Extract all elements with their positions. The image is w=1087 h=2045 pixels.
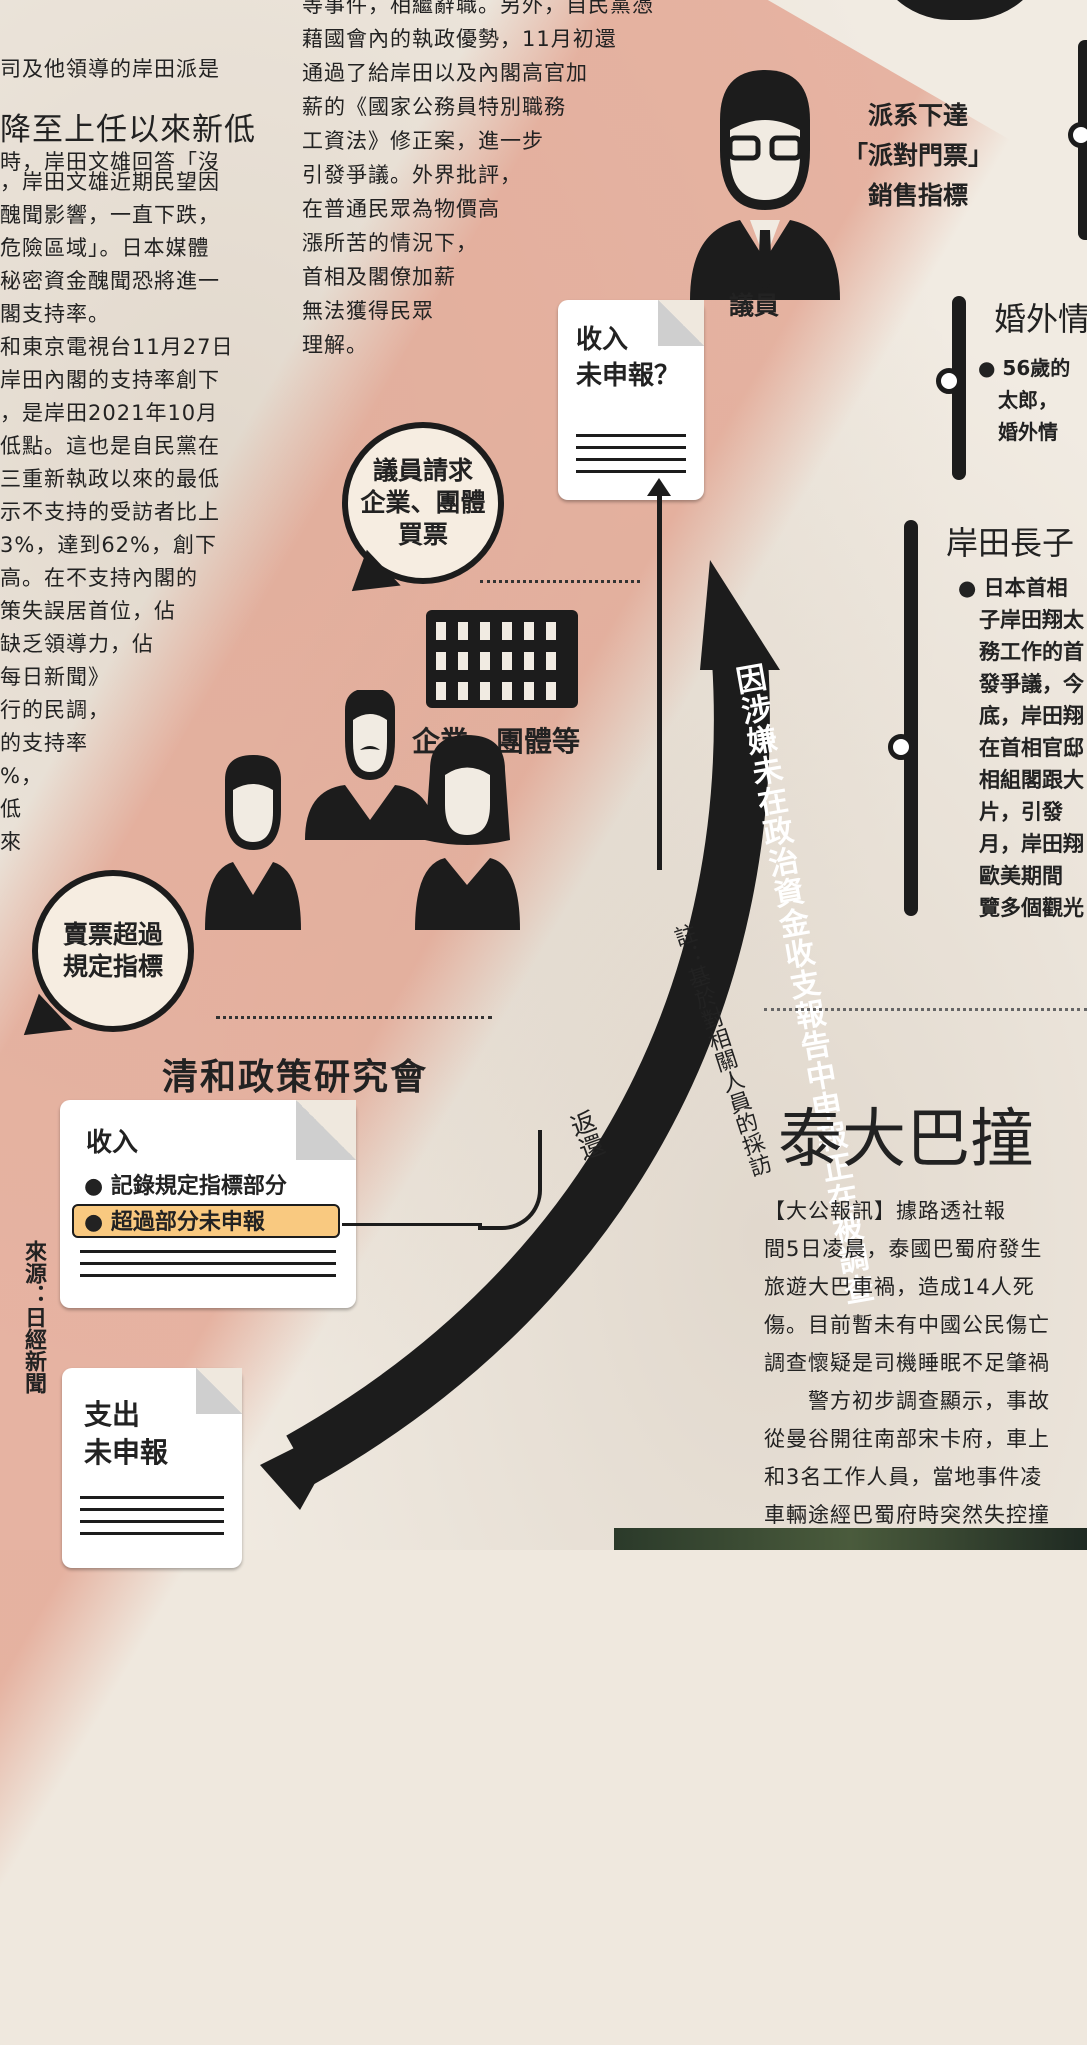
- expense-document: 支出 未申報: [62, 1368, 242, 1568]
- text-line: 漲所苦的情況下，: [302, 231, 478, 255]
- text-line: 醜聞影響，一直下跌，: [0, 203, 220, 227]
- text-line: 片，引發: [958, 800, 1063, 824]
- text-line: 高。在不支持內閣的: [0, 566, 198, 590]
- text-line: 閣支持率。: [0, 302, 110, 326]
- section-separator: [764, 1008, 1087, 1011]
- text-line: 低: [0, 797, 22, 821]
- text-line: 薪的《國家公務員特別職務: [302, 95, 566, 119]
- text-line: 引發爭議。外界批評，: [302, 163, 522, 187]
- circle-request-label: 議員請求 企業、團體 買票: [342, 422, 504, 584]
- text-line: 旅遊大巴車禍，造成14人死: [764, 1275, 1035, 1299]
- arrow-shaft: [657, 490, 662, 870]
- text-line: 在首相官邸: [958, 736, 1084, 760]
- text-line: 每日新聞》: [0, 665, 110, 689]
- text-line: 司及他領導的岸田派是: [0, 57, 220, 81]
- dotted-divider: [480, 580, 640, 583]
- dotted-divider: [216, 1016, 492, 1019]
- text-line: 在普通民眾為物價高: [302, 197, 500, 221]
- middle-article-body: 等事件，相繼辭職。另外，自民黨憑藉國會內的執政優勢，11月初還通過了給岸田以及內…: [302, 0, 654, 362]
- text-line: ，岸田文雄近期民望因: [0, 170, 220, 194]
- text-line: 務工作的首: [958, 640, 1084, 664]
- circle-exceed-label: 賣票超過 規定指標: [32, 870, 194, 1032]
- income-item-unreported-text: 超過部分未申報: [110, 1210, 265, 1235]
- timeline-dot: [1068, 122, 1087, 148]
- timeline-dot: [936, 368, 962, 394]
- expense-label: 支出 未申報: [84, 1398, 169, 1469]
- document-label: 收入 未申報？: [576, 325, 681, 391]
- text-line: 月，岸田翔: [958, 832, 1084, 856]
- text-line: 歐美期間: [958, 864, 1063, 888]
- text-line: 低點。這也是自民黨在: [0, 434, 220, 458]
- text-line: 來: [0, 830, 22, 854]
- lawmaker-figure-icon: [690, 70, 840, 300]
- text-line: 車輛途經巴蜀府時突然失控撞: [764, 1503, 1050, 1527]
- left-article-body: ，岸田文雄近期民望因醜聞影響，一直下跌， 危險區域」。日本媒體秘密資金醜聞恐將進一…: [0, 166, 233, 859]
- income-item-unreported: ● 超過部分未申報: [72, 1204, 340, 1238]
- text-line: 警方初步調查顯示，事故: [764, 1389, 1050, 1413]
- text-line: 秘密資金醜聞恐將進一: [0, 269, 220, 293]
- affair-body: ● 56歲的 太郎， 婚外情: [978, 352, 1070, 448]
- text-line: 策失誤居首位，佔: [0, 599, 176, 623]
- lawmaker-label: 議員: [729, 291, 780, 320]
- text-line: 的支持率: [0, 731, 88, 755]
- text-line: 工資法》修正案，進一步: [302, 129, 544, 153]
- text-line: ，是岸田2021年10月: [0, 401, 219, 425]
- income-item-recorded-text: 記錄規定指標部分: [110, 1174, 287, 1199]
- text-line: 首相及閣僚加薪: [302, 265, 456, 289]
- text-line: 藉國會內的執政優勢，11月初還: [302, 27, 617, 51]
- text-line: 3%，達到62%，創下: [0, 533, 217, 557]
- arrow-up-icon: [647, 478, 671, 496]
- left-article-top: 司及他領導的岸田派是 時，岸田文雄回答「沒: [0, 0, 220, 209]
- big-curved-arrow-icon: [260, 560, 780, 1510]
- text-line: 行的民調，: [0, 698, 110, 722]
- left-article-heading: 降至上任以來新低: [0, 112, 256, 148]
- text-line: 間5日凌晨，泰國巴蜀府發生: [764, 1237, 1043, 1261]
- bus-article-body: 【大公報訊】據路透社報間5日凌晨，泰國巴蜀府發生旅遊大巴車禍，造成14人死傷。目…: [764, 1192, 1050, 1534]
- text-line: ● 56歲的: [978, 356, 1071, 380]
- text-line: 傷。目前暫未有中國公民傷亡: [764, 1313, 1050, 1337]
- text-line: 等事件，相繼辭職。另外，自民黨憑: [302, 0, 654, 17]
- text-line: 相組閣跟大: [958, 768, 1084, 792]
- text-line: 三重新執政以來的最低: [0, 467, 220, 491]
- text-line: 發爭議，今: [958, 672, 1084, 696]
- faction-instruction-label: 派系下達 「派對門票」 銷售指標: [843, 101, 994, 210]
- text-line: ● 日本首相: [958, 576, 1068, 600]
- text-line: 危險區域」。日本媒體: [0, 236, 210, 260]
- income-item-recorded: ● 記錄規定指標部分: [84, 1174, 287, 1199]
- income-document: 收入 ● 記錄規定指標部分 ● 超過部分未申報: [60, 1100, 356, 1308]
- text-line: 子岸田翔太: [958, 608, 1084, 632]
- son-body: ● 日本首相 子岸田翔太 務工作的首 發爭議，今 底，岸田翔 在首相官邸 相組閣…: [958, 572, 1084, 924]
- text-line: 從曼谷開往南部宋卡府，車上: [764, 1427, 1050, 1451]
- text-line: 婚外情: [978, 420, 1058, 444]
- text-line: 底，岸田翔: [958, 704, 1084, 728]
- text-line: 理解。: [302, 333, 368, 357]
- text-line: 調查懷疑是司機睡眠不足肇禍: [764, 1351, 1050, 1375]
- faction-name: 清和政策研究會: [162, 1057, 429, 1098]
- text-line: 岸田內閣的支持率創下: [0, 368, 220, 392]
- news-photo: [614, 1528, 1087, 1550]
- bus-headline: 泰大巴撞: [778, 1103, 1034, 1177]
- text-line: 無法獲得民眾: [302, 299, 434, 323]
- text-line: %，: [0, 764, 43, 788]
- people-group-icon: [205, 690, 520, 930]
- income-question-document: 收入 未申報？: [558, 300, 704, 500]
- text-line: 通過了給岸田以及內閣高官加: [302, 61, 588, 85]
- bracket-son: [904, 520, 918, 916]
- text-line: 時，岸田文雄回答「沒: [0, 150, 220, 174]
- text-line: 覽多個觀光: [958, 896, 1084, 920]
- timeline-dot: [888, 734, 914, 760]
- text-line: 和東京電視台11月27日: [0, 335, 234, 359]
- text-line: 缺乏領導力，佔: [0, 632, 154, 656]
- son-heading: 岸田長子: [946, 524, 1075, 562]
- text-line: 【大公報訊】據路透社報: [764, 1199, 1006, 1223]
- connector-line: [342, 1223, 482, 1226]
- building-icon: [426, 610, 578, 708]
- income-title: 收入: [86, 1128, 139, 1158]
- affair-heading: 婚外情: [994, 300, 1087, 338]
- text-line: 太郎，: [978, 388, 1058, 412]
- text-line: 示不支持的受訪者比上: [0, 500, 220, 524]
- source-label: 來源：日經新聞: [21, 1240, 46, 1394]
- text-line: 和3名工作人員，當地事件凌: [764, 1465, 1043, 1489]
- connector-curve: [478, 1130, 542, 1230]
